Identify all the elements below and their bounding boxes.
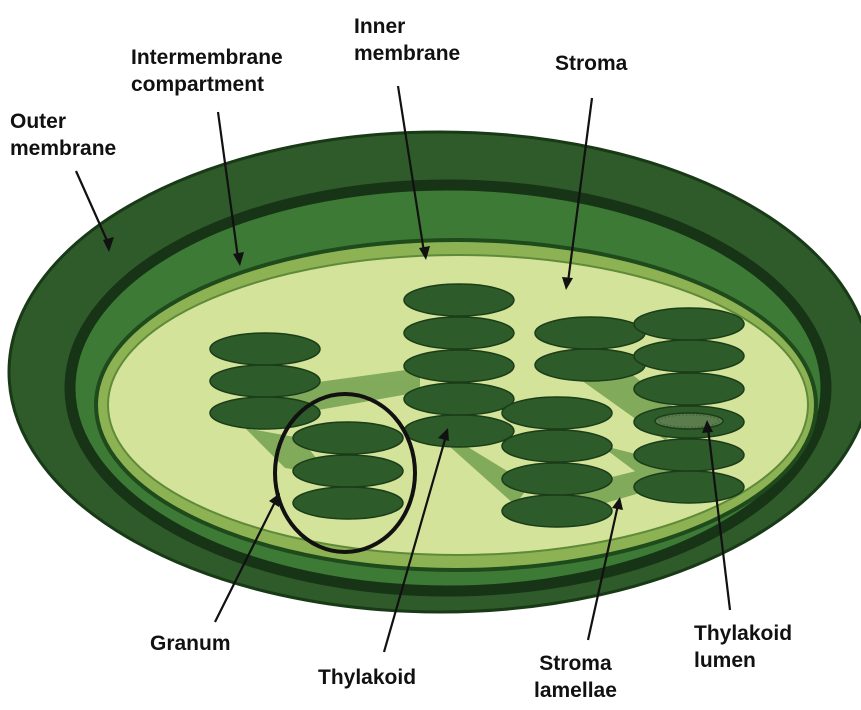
thylakoid-disc	[404, 350, 514, 382]
thylakoid-disc	[210, 333, 320, 365]
granum-stack-circled	[293, 422, 403, 519]
thylakoid-disc	[634, 373, 744, 405]
thylakoid-disc	[404, 317, 514, 349]
label-inner-membrane: Inner membrane	[354, 13, 460, 67]
thylakoid-disc	[210, 397, 320, 429]
granum-stack	[210, 333, 320, 429]
label-outer-membrane: Outer membrane	[10, 108, 116, 162]
thylakoid-disc	[535, 317, 645, 349]
thylakoid-disc	[293, 455, 403, 487]
thylakoid-disc	[502, 397, 612, 429]
thylakoid-disc	[210, 365, 320, 397]
granum-stack	[404, 284, 514, 447]
label-stroma: Stroma	[555, 50, 627, 77]
thylakoid-disc	[535, 349, 645, 381]
thylakoid-disc	[293, 422, 403, 454]
thylakoid-disc	[634, 439, 744, 471]
thylakoid-disc	[634, 308, 744, 340]
thylakoid-disc	[502, 430, 612, 462]
label-thylakoid: Thylakoid	[318, 664, 416, 691]
label-granum: Granum	[150, 630, 231, 657]
label-thylakoid-lumen: Thylakoid lumen	[694, 620, 792, 674]
label-stroma-lamellae: Stroma lamellae	[534, 650, 617, 704]
thylakoid-lumen-highlight	[655, 413, 723, 429]
thylakoid-disc	[404, 383, 514, 415]
thylakoid-disc	[404, 415, 514, 447]
thylakoid-disc	[293, 487, 403, 519]
thylakoid-disc	[634, 471, 744, 503]
thylakoid-disc	[404, 284, 514, 316]
thylakoid-disc	[634, 340, 744, 372]
label-intermembrane-compartment: Intermembrane compartment	[131, 44, 283, 98]
thylakoid-disc	[502, 463, 612, 495]
thylakoid-disc	[502, 495, 612, 527]
